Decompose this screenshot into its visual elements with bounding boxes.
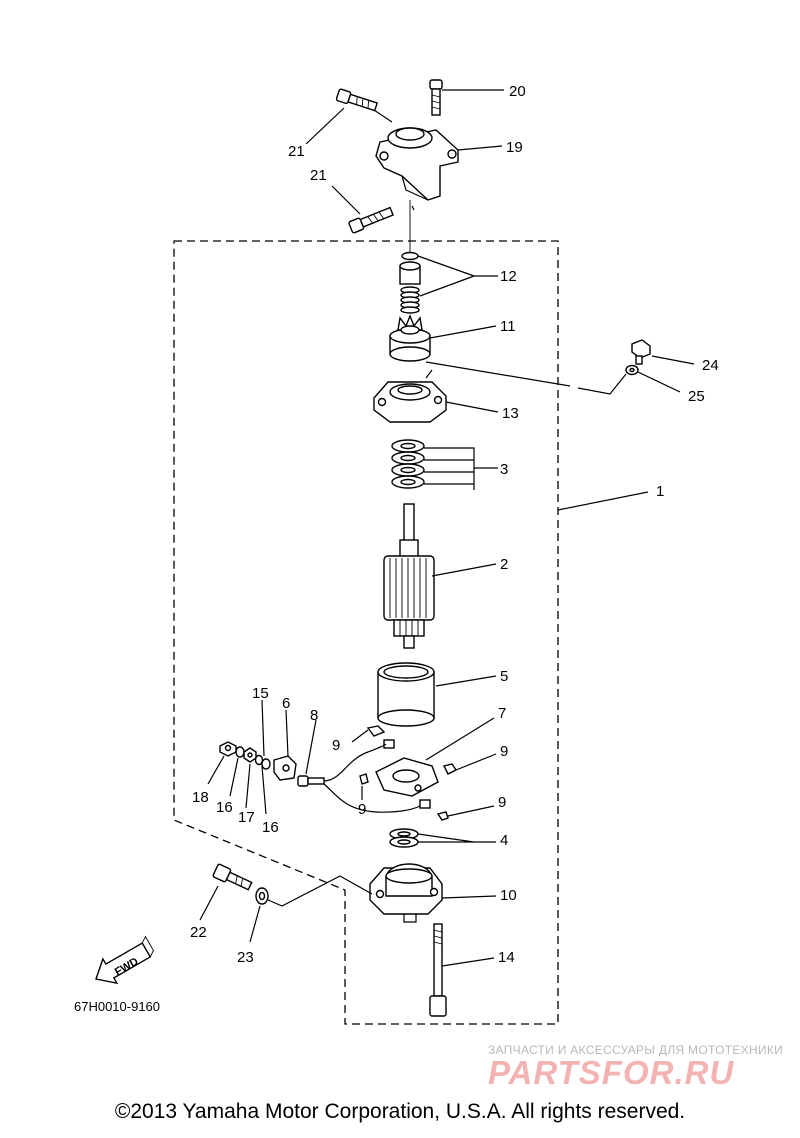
part-washers-4 [389,828,419,848]
drawing-code: 67H0010-9160 [74,999,160,1014]
part-washer-15 [261,758,271,770]
part-nut-17 [243,747,257,763]
label-4: 4 [500,832,508,849]
label-5: 5 [500,668,508,685]
label-22: 22 [190,924,207,941]
part-nut-18 [219,741,237,757]
label-9-b: 9 [500,743,508,760]
label-2: 2 [500,556,508,573]
copyright-footer: ©2013 Yamaha Motor Corporation, U.S.A. A… [114,1100,686,1123]
label-21-upper: 21 [288,143,305,160]
label-16-right: 16 [262,819,279,836]
part-bolt-21-upper [335,88,379,112]
part-screws-9 [359,725,458,821]
part-washer-25 [625,364,639,376]
label-14: 14 [498,949,515,966]
label-25: 25 [688,388,705,405]
label-8: 8 [310,707,318,724]
label-6: 6 [282,695,290,712]
label-16-left: 16 [216,799,233,816]
part-through-bolt-14 [429,923,447,1017]
label-9-d: 9 [498,794,506,811]
part-front-cover-13 [373,369,447,423]
label-21-lower: 21 [310,167,327,184]
label-17: 17 [238,809,255,826]
part-bolt-21-lower [348,206,394,234]
label-10: 10 [500,887,517,904]
part-bracket-19 [375,127,459,201]
label-20: 20 [509,83,526,100]
part-washers-3 [391,439,425,489]
label-7: 7 [498,705,506,722]
label-13: 13 [502,405,519,422]
label-23: 23 [237,949,254,966]
label-9-a: 9 [332,737,340,754]
part-insulator-6 [273,755,297,781]
part-brush-holder-7 [375,739,439,809]
part-yoke-5 [377,662,435,727]
label-3: 3 [500,461,508,478]
label-1: 1 [656,483,664,500]
part-washer-16-right [254,754,264,766]
label-15: 15 [252,685,269,702]
part-screw-24 [631,339,651,365]
label-11: 11 [500,318,516,335]
part-bolt-22 [212,863,253,891]
watermark-logo: PARTSFOR.RU [488,1054,735,1091]
part-washer-23 [255,887,269,905]
label-19: 19 [506,139,523,156]
leader-23-to-10 [267,875,373,907]
part-washer-16-left [235,746,245,758]
part-terminal-bolt-8 [297,743,421,813]
leader-25-to-13 [425,361,627,395]
watermark-tagline: ЗАПЧАСТИ И АКСЕССУАРЫ ДЛЯ МОТОТЕХНИКИ [488,1043,784,1057]
fwd-arrow-icon [95,935,154,985]
part-clip-collar-spring-12 [399,251,421,314]
part-pinion-11 [389,314,431,362]
assembly-outline [173,240,559,1025]
label-12: 12 [500,268,517,285]
part-bolt-20 [429,79,443,116]
label-18: 18 [192,789,209,806]
part-armature-2 [383,503,435,649]
label-9-c: 9 [358,801,366,818]
leader-lines [199,89,695,967]
part-rear-cover-10 [369,863,443,923]
label-24: 24 [702,357,719,374]
